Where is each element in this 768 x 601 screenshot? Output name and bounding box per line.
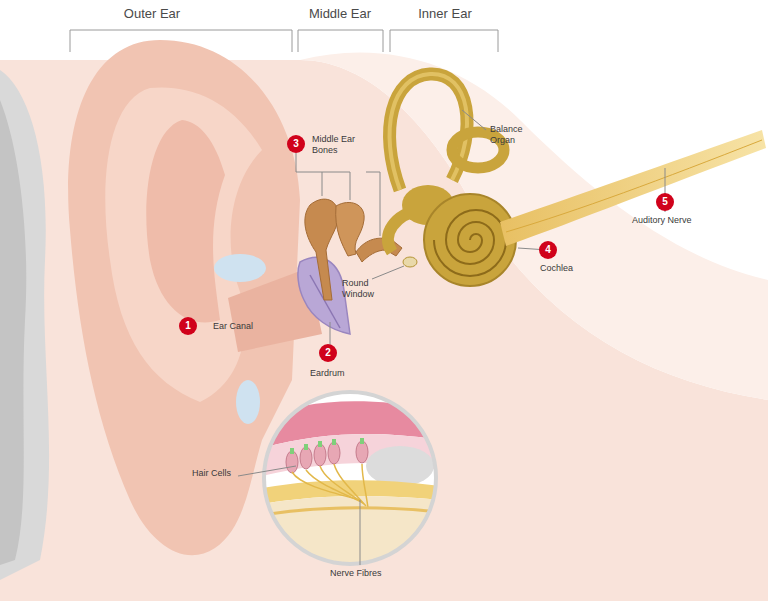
- region-heading: Inner Ear: [418, 6, 471, 21]
- part-label: Cochlea: [540, 263, 600, 274]
- part-label: Hair Cells: [192, 468, 238, 479]
- part-label: Ear Canal: [213, 321, 273, 332]
- region-heading: Outer Ear: [124, 6, 180, 21]
- region-heading: Middle Ear: [309, 6, 371, 21]
- callout-number: 4: [539, 241, 557, 259]
- part-label: Eardrum: [310, 368, 370, 379]
- part-label: Middle Ear Bones: [312, 134, 362, 156]
- part-label: Auditory Nerve: [632, 215, 712, 226]
- part-label: Round Window: [342, 278, 382, 300]
- callout-number: 3: [287, 135, 305, 153]
- callout-number: 2: [319, 344, 337, 362]
- part-label: Nerve Fibres: [330, 568, 400, 579]
- callout-number: 5: [656, 193, 674, 211]
- part-label: Balance Organ: [490, 124, 532, 146]
- callout-number: 1: [179, 317, 197, 335]
